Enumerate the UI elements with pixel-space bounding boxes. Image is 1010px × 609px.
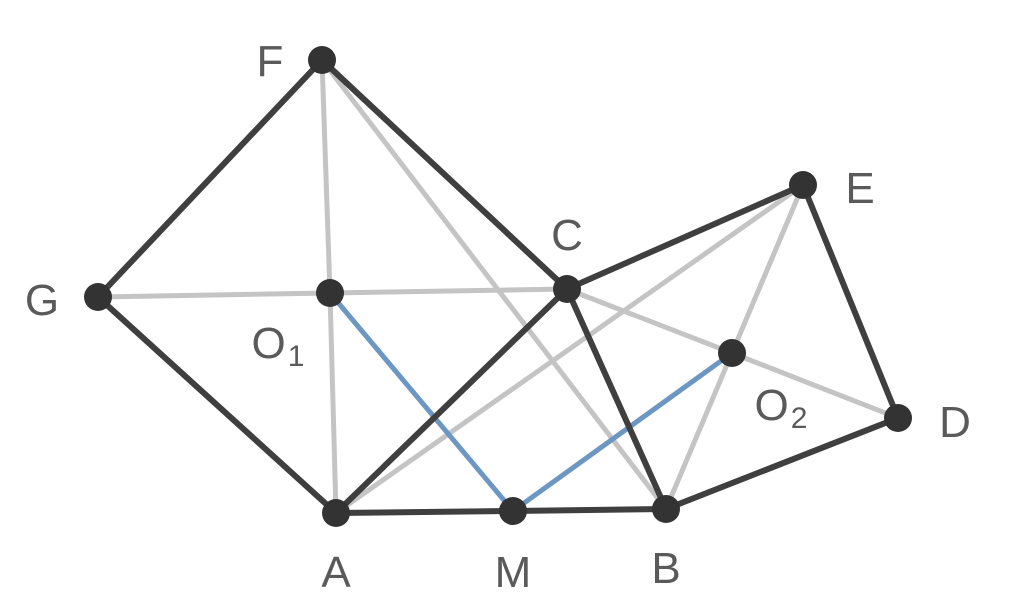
light-segments: [95, 57, 901, 516]
segment-g-a: [95, 294, 339, 516]
point-b: [652, 495, 680, 523]
segment-c-e: [564, 182, 806, 292]
vertices: [84, 46, 912, 527]
label-e: E: [845, 164, 874, 213]
label-o1: O1: [252, 319, 305, 373]
segment-a-e: [333, 182, 806, 516]
segment-c-b: [564, 286, 669, 512]
vertex-labels: F G O1A M B C E O2 D: [25, 37, 971, 597]
segment-b-d: [663, 415, 901, 512]
segment-f-o1: [319, 57, 333, 296]
segment-c-o2: [564, 286, 735, 356]
dark-segments: [95, 57, 901, 516]
segment-m-b: [510, 506, 669, 514]
segment-f-b: [319, 57, 669, 512]
segment-f-g: [95, 57, 325, 300]
point-e: [789, 171, 817, 199]
point-a: [322, 499, 350, 527]
segment-g-o1: [95, 290, 333, 300]
segment-o1-m: [327, 290, 516, 514]
point-g: [84, 283, 112, 311]
segment-a-c: [333, 286, 570, 516]
point-d: [884, 404, 912, 432]
blue-segments: [327, 290, 735, 514]
segment-o1-a: [327, 290, 339, 516]
point-o2: [718, 339, 746, 367]
label-m: M: [495, 548, 532, 597]
segment-e-d: [800, 182, 901, 421]
segment-o2-d: [729, 350, 901, 421]
segment-f-c: [319, 57, 570, 292]
segment-m-o2: [510, 350, 735, 514]
label-f: F: [257, 37, 284, 86]
label-o2: O2: [755, 381, 808, 435]
label-d: D: [939, 398, 971, 447]
segment-o1-c: [327, 286, 570, 296]
point-c: [553, 275, 581, 303]
point-m: [499, 497, 527, 525]
segment-a-m: [333, 508, 516, 516]
label-g: G: [25, 276, 59, 325]
label-b: B: [651, 544, 680, 593]
point-o1: [316, 279, 344, 307]
point-f: [308, 46, 336, 74]
label-a: A: [321, 548, 351, 597]
label-c: C: [551, 211, 583, 260]
